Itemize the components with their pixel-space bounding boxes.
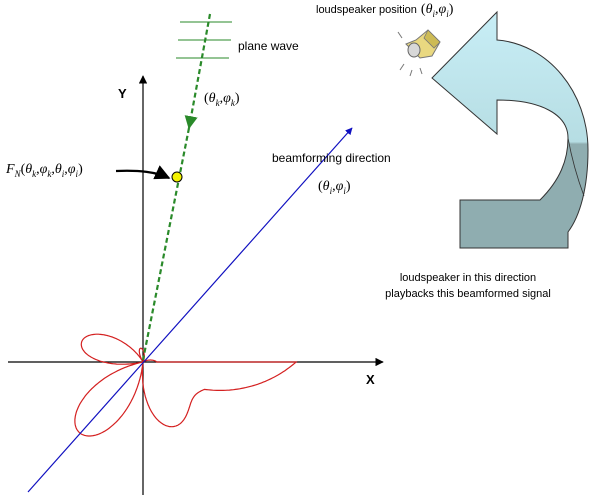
plane-wave-label: plane wave (238, 39, 299, 53)
y-axis-label: Y (118, 86, 127, 101)
incidence-line (141, 127, 191, 361)
beam-angle-label: (θi,φi) (318, 179, 351, 196)
curved-arrow-icon (431, 10, 589, 249)
plane-wave-path (184, 13, 212, 130)
x-axis-label: X (366, 372, 375, 387)
wave-angle-label: (θk,φk) (204, 91, 240, 108)
beamforming-direction-label: beamforming direction (272, 151, 391, 165)
loudspeaker-position-label: loudspeaker position(θi,φi) (316, 2, 454, 19)
pattern-function-label: FN(θk,φk,θi,φi) (5, 162, 83, 179)
plane-wave-icon (176, 21, 232, 59)
loudspeaker-icon (397, 29, 441, 77)
fn-pointer-arrow (115, 165, 171, 180)
beamforming-direction-line (27, 127, 353, 493)
playback-label-line1: loudspeaker in this direction (400, 272, 536, 284)
pattern-value-marker (171, 171, 183, 183)
playback-label-line2: playbacks this beamformed signal (385, 288, 551, 300)
beam-pattern-curve (74, 333, 298, 437)
